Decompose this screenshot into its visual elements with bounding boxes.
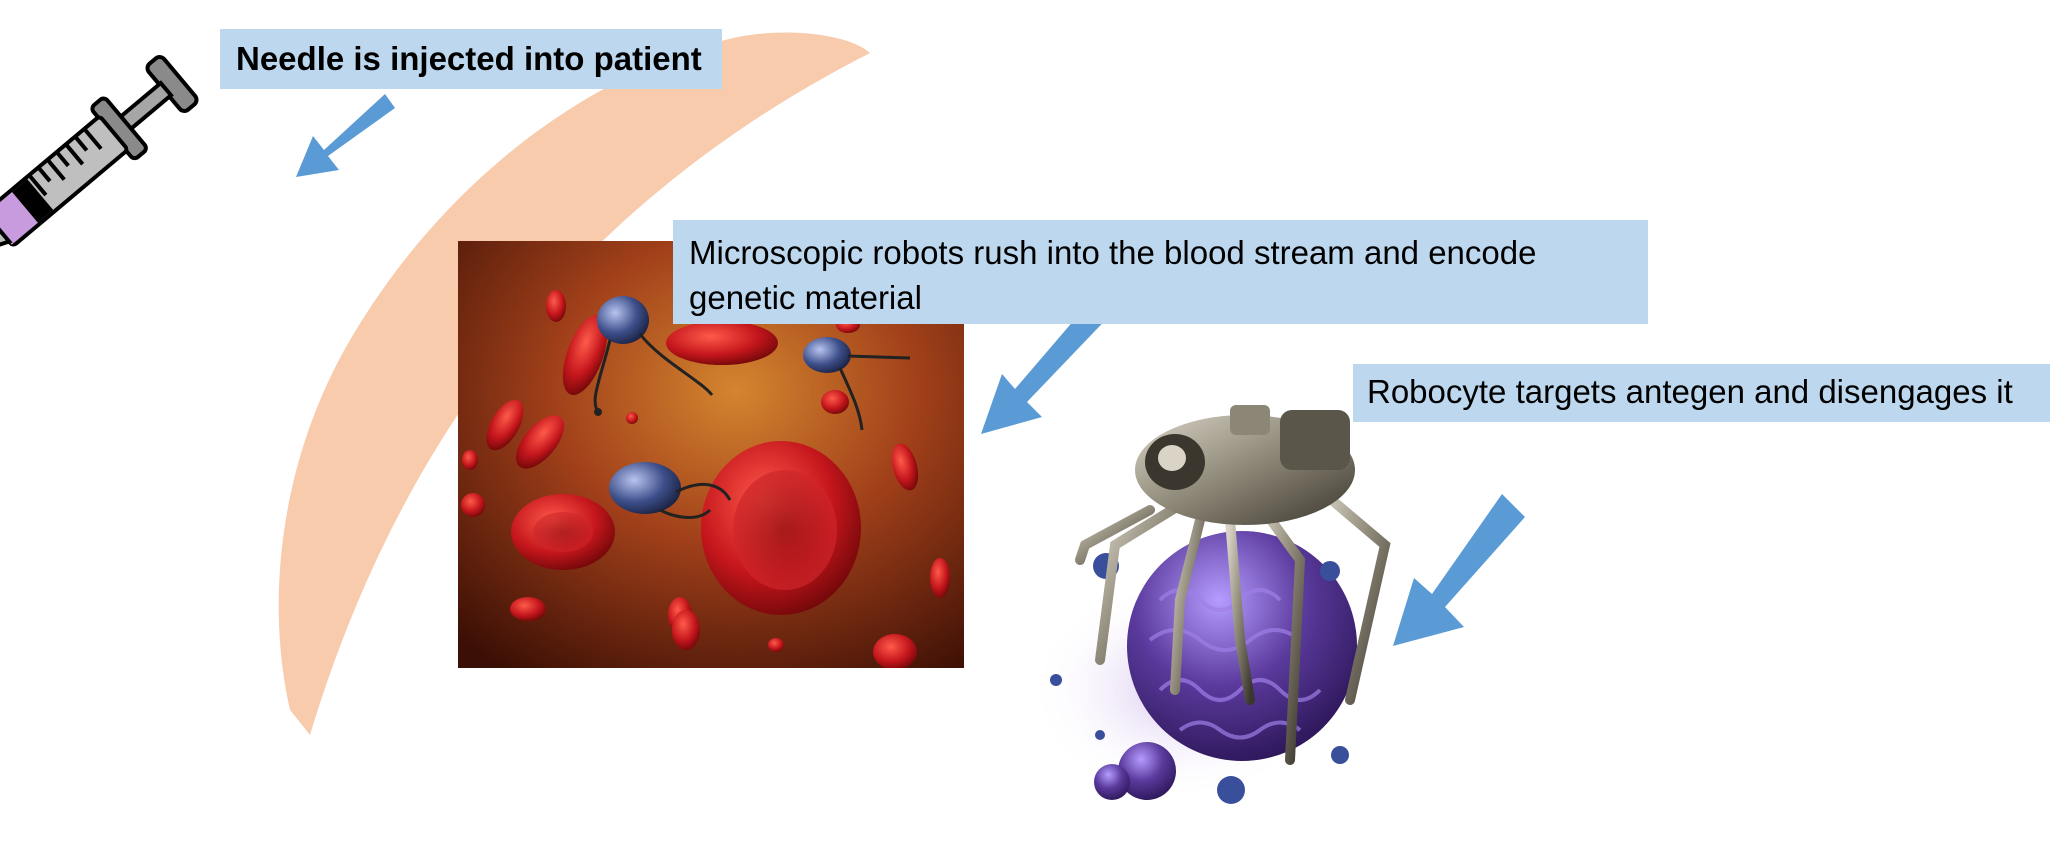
arrow-icon [981, 291, 1117, 434]
syringe-icon [0, 55, 199, 251]
needle-label: Needle is injected into patient [220, 29, 722, 89]
robocyte-label: Robocyte targets antegen and disengages … [1353, 364, 2050, 422]
robocyte-image [1030, 405, 1391, 804]
robots-label: Microscopic robots rush into the blood s… [673, 220, 1648, 324]
arrow-icon [296, 94, 395, 177]
skin-layer [278, 32, 870, 736]
arrow-icon [1393, 494, 1525, 646]
